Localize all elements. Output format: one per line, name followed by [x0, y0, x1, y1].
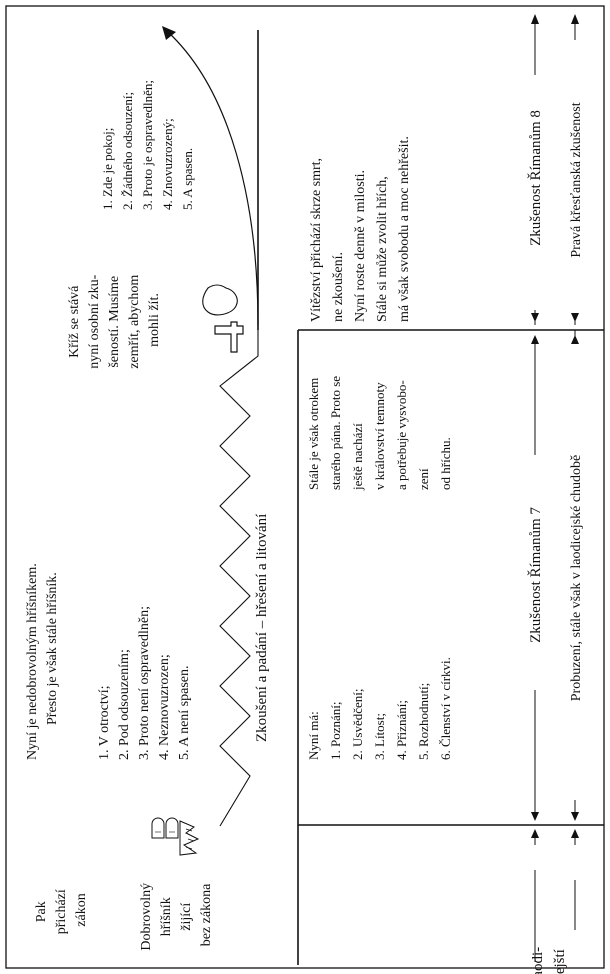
pak-prichazi-text: Pak přichází zákon: [34, 886, 89, 935]
victory-arrow: [167, 31, 259, 326]
arrow-head: [531, 812, 539, 821]
arrow-head: [571, 14, 579, 24]
list-a: 1. V otroctví; 2. Pod odsouzením; 3. Pro…: [97, 603, 192, 760]
kriz-text: Kříž se stává nyní osobní zku- šeností. …: [67, 271, 162, 369]
nedobrovolny-text: Nyní je nedobrovolným hříšníkem. Přesto …: [25, 560, 60, 760]
nyni-ma-list: Nyní má: 1. Poznání; 2. Usvědčení; 3. Lí…: [306, 657, 453, 760]
arrow-head: [571, 313, 579, 322]
law-tablets-icon: [151, 817, 179, 839]
cross-icon: [214, 321, 244, 353]
victory-arrow-head: [162, 26, 176, 40]
stage-prava: Pravá křesťanská zkušenost: [569, 102, 584, 257]
vitezstvi-text: Vítězství přichází skrze smrt, ne zkouše…: [309, 136, 412, 322]
arrow-head: [571, 812, 579, 821]
arrow-head: [531, 829, 539, 838]
zkouseni-label: Zkoušení a padání – hřešení a litování: [254, 514, 270, 742]
stale-otrokem-text: Stále je však otrokem starého pána. Prot…: [306, 373, 453, 491]
list-b: 1. Zde je pokoj; 2. Žádného odsouzení; 3…: [100, 77, 195, 210]
arrow-head: [571, 335, 579, 344]
stage-probuzeni: Probuzení, stále však v laodicejské chud…: [569, 455, 584, 701]
mountain-icon: [179, 820, 200, 856]
arrow-head: [531, 335, 539, 344]
zigzag-line: [219, 330, 259, 827]
arrow-head: [531, 14, 539, 24]
arrow-head: [531, 313, 539, 322]
stage-laodicejsti: Laodi- cejští: [530, 943, 568, 974]
outer-frame: [5, 5, 605, 969]
stage-zkusenost7: Zkušenost Římanům 7: [527, 507, 544, 643]
cloud-icon: [202, 284, 238, 316]
dobrovolny-text: Dobrovolný hříšník žijící bez zákona: [139, 879, 214, 950]
stage-zkusenost8: Zkušenost Římanům 8: [527, 110, 544, 246]
arrow-head: [571, 829, 579, 838]
